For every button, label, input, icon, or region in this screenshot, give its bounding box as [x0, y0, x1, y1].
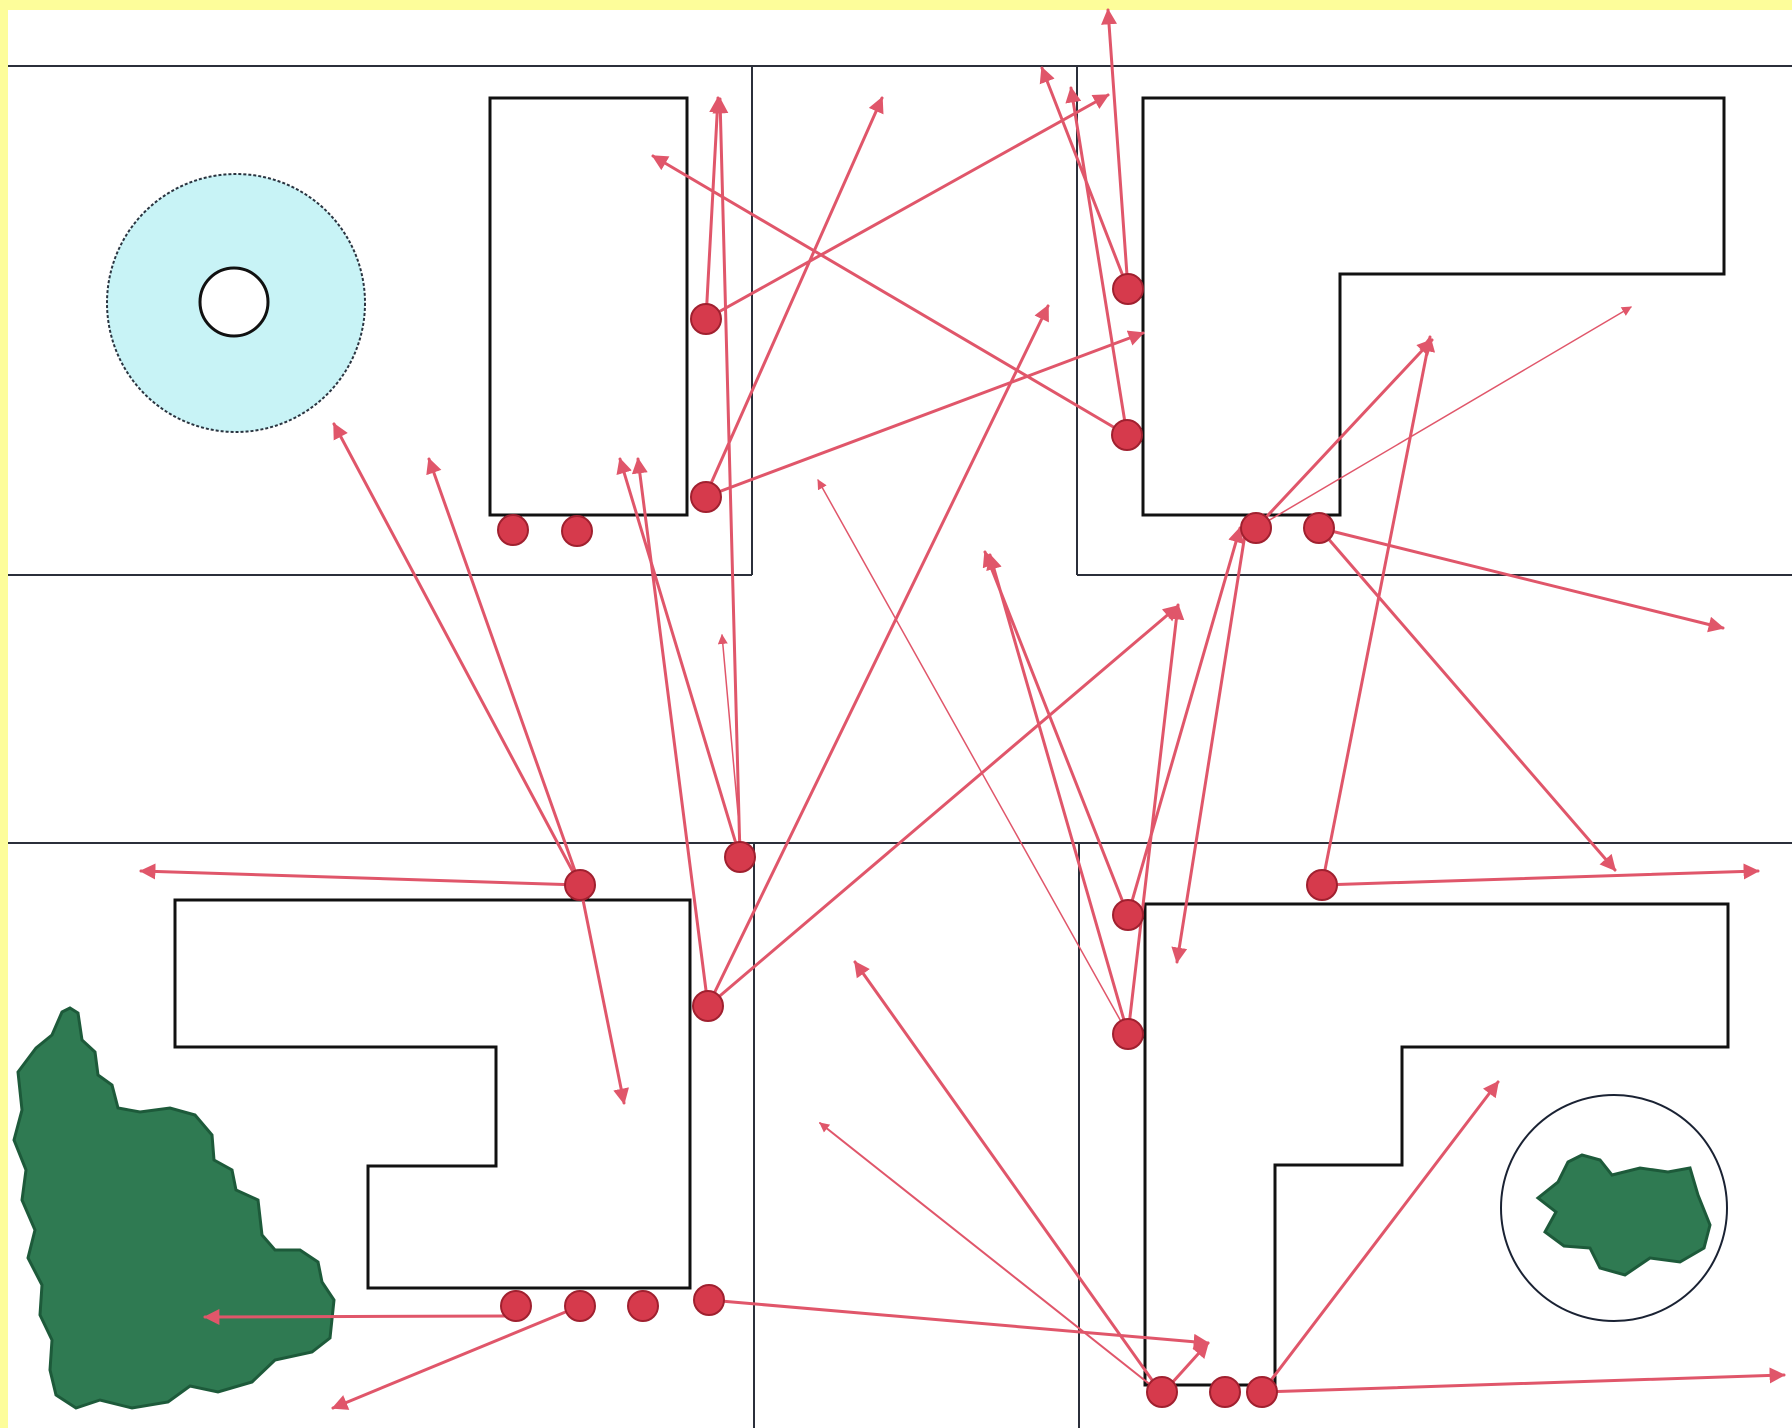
access-point — [1209, 1376, 1241, 1408]
access-point — [1112, 273, 1144, 305]
round-pond — [106, 173, 366, 433]
access-points — [497, 273, 1338, 1408]
flow-arrow — [819, 1122, 1163, 1395]
access-point — [724, 841, 756, 873]
vegetation — [12, 1006, 1728, 1410]
access-point — [1240, 512, 1272, 544]
access-point — [497, 514, 529, 546]
flow-arrow — [1260, 1080, 1500, 1394]
flow-arrow — [1254, 338, 1434, 530]
flow-arrow — [139, 863, 582, 887]
access-point — [1303, 512, 1335, 544]
flow-arrow — [1317, 526, 1617, 872]
flow-arrow — [703, 96, 884, 499]
flow-arrow — [616, 457, 742, 859]
rect-building-top-left — [488, 96, 689, 517]
access-point — [500, 1290, 532, 1322]
flow-arrow — [707, 1298, 1210, 1350]
flow-arrow — [1126, 603, 1185, 1036]
buildings — [173, 96, 1730, 1387]
flow-arrow — [986, 553, 1130, 1036]
tree-cluster-left — [12, 1006, 336, 1410]
flow-arrow — [1126, 526, 1244, 917]
flow-arrow — [982, 550, 1130, 917]
flow-arrow — [1101, 8, 1130, 291]
access-point — [692, 990, 724, 1022]
access-point — [1146, 1376, 1178, 1408]
pond-center-island — [198, 266, 270, 338]
access-point — [1112, 899, 1144, 931]
access-point — [690, 481, 722, 513]
access-point — [627, 1290, 659, 1322]
flow-arrow — [331, 1304, 582, 1410]
access-point — [693, 1284, 725, 1316]
flow-arrow — [426, 457, 582, 887]
flow-arrow — [1320, 863, 1760, 887]
access-point — [1246, 1376, 1278, 1408]
access-point — [561, 515, 593, 547]
flow-arrow — [1065, 86, 1129, 437]
tree-cluster-circle-right — [1535, 1153, 1712, 1277]
flow-arrow — [203, 1308, 518, 1325]
flow-arrow — [1255, 306, 1632, 529]
flow-arrow — [703, 330, 1145, 499]
access-point — [564, 1290, 596, 1322]
flow-arrow — [1320, 335, 1436, 887]
access-point — [690, 303, 722, 335]
flow-arrow — [706, 604, 1180, 1008]
flow-arrow — [717, 634, 743, 859]
flow-arrow — [1260, 1367, 1786, 1394]
flow-arrow — [817, 479, 1129, 1035]
flow-arrow — [704, 93, 1110, 321]
l-building-top-right — [1141, 96, 1726, 517]
e-building-bottom-left — [173, 898, 692, 1290]
flow-arrow — [1171, 526, 1248, 964]
flow-arrow — [1317, 526, 1725, 633]
flow-arrow — [332, 422, 582, 887]
flow-arrow — [706, 304, 1050, 1008]
flow-arrow — [651, 154, 1129, 437]
flow-arrow — [853, 960, 1164, 1396]
access-point — [564, 869, 596, 901]
flow-arrow — [578, 883, 629, 1105]
access-point — [1306, 869, 1338, 901]
flow-arrow — [631, 457, 710, 1008]
circulation-arrows — [139, 8, 1786, 1410]
access-point — [1112, 1018, 1144, 1050]
tree-circle-boundary — [1500, 1094, 1728, 1322]
flow-arrow — [704, 96, 726, 321]
access-point — [1111, 419, 1143, 451]
l-building-bottom-right — [1143, 902, 1730, 1387]
flow-arrow — [712, 97, 742, 859]
